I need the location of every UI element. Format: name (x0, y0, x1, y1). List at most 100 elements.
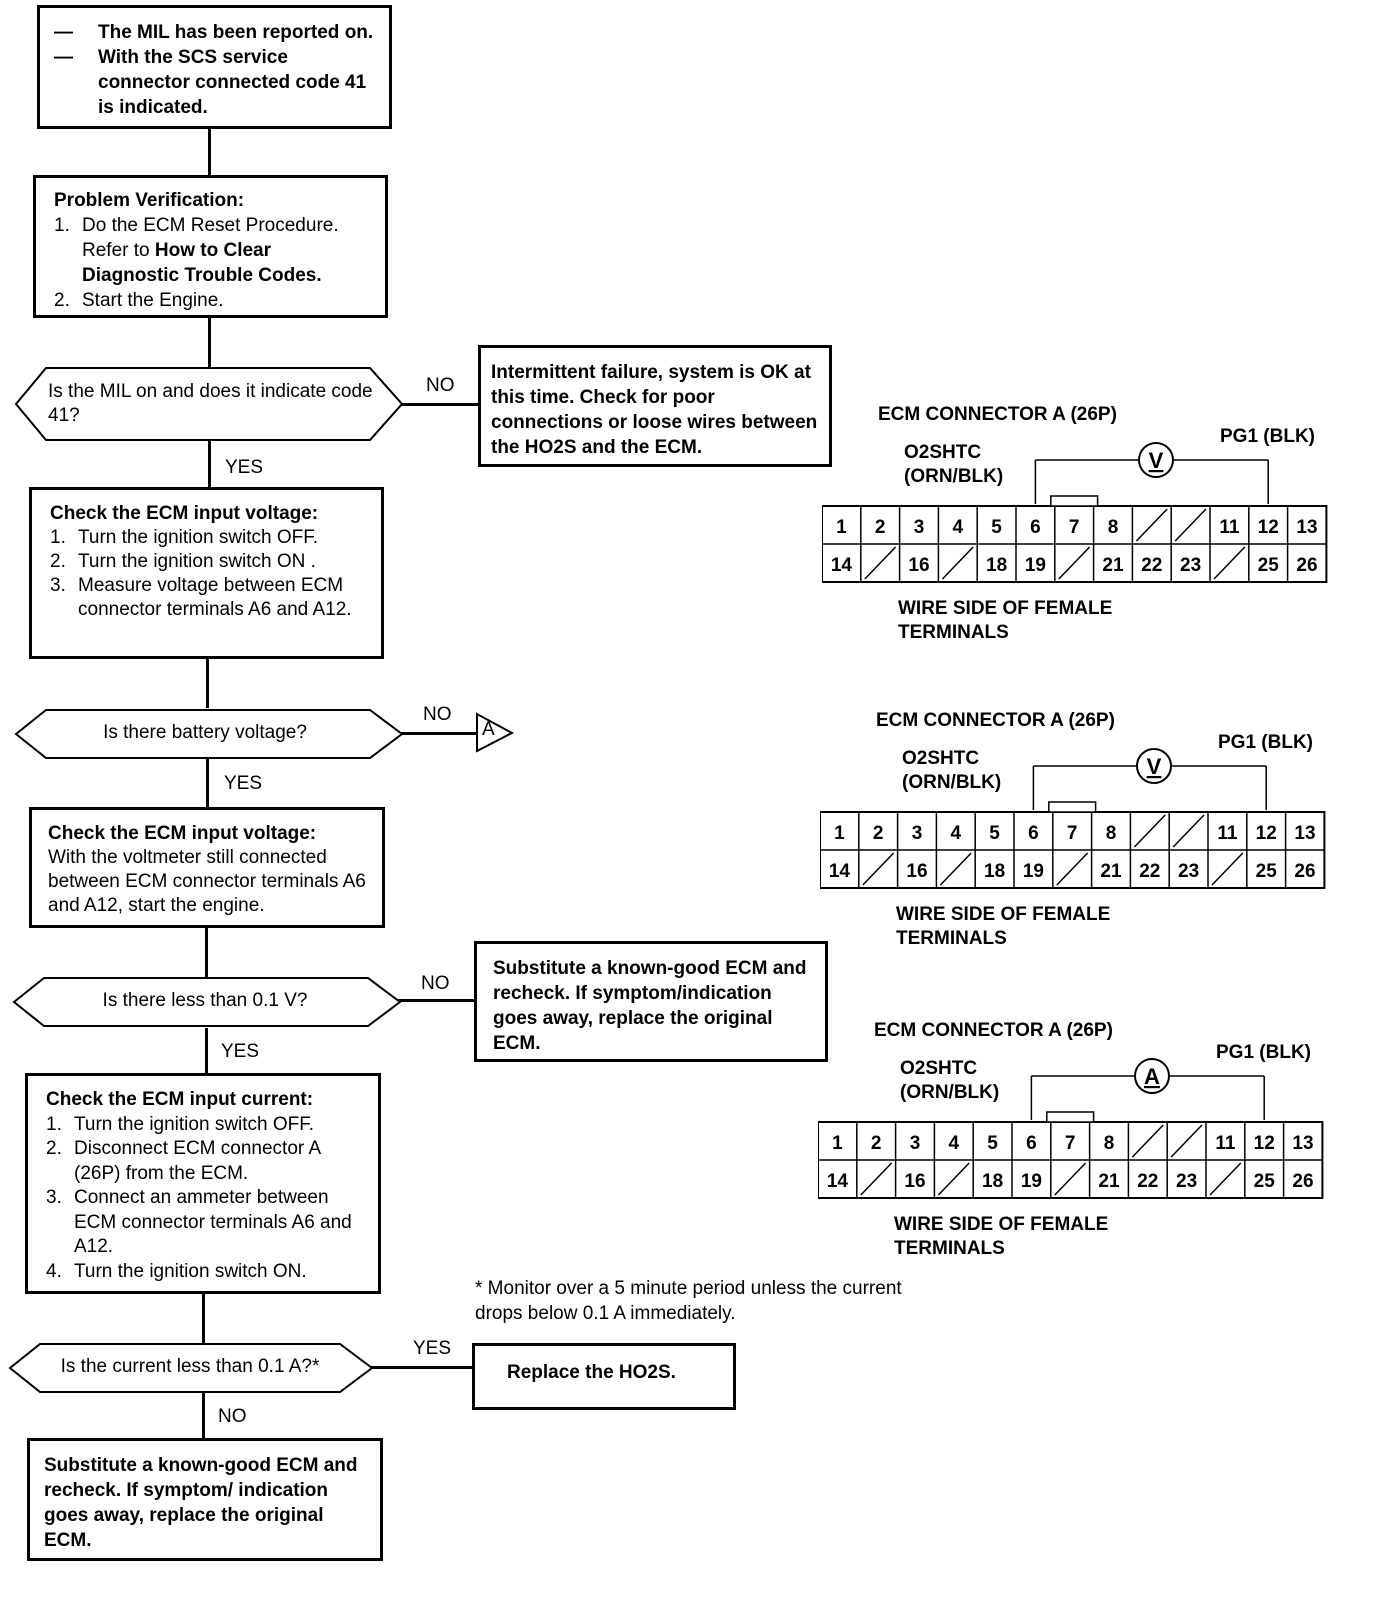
meter-symbol: V (1149, 448, 1164, 473)
decision-3-diamond (12, 977, 402, 1027)
connector-footer: TERMINALS (894, 1238, 1005, 1259)
terminal-6: 6 (1026, 1133, 1037, 1154)
flow-line (208, 317, 211, 367)
meter-symbol: A (1144, 1064, 1160, 1089)
terminal-14: 14 (829, 861, 851, 882)
intermittent-failure-box: Intermittent failure, system is OK at th… (478, 345, 832, 467)
check-1-title: Check the ECM input voltage: (50, 503, 319, 524)
check-1-step: 2.Turn the ignition switch ON . (50, 551, 316, 572)
terminal-13: 13 (1292, 1133, 1313, 1154)
decision-2-diamond (14, 709, 404, 759)
ecm-connector-diagram: ECM CONNECTOR A (26P)O2SHTC(ORN/BLK)PG1 … (820, 710, 1340, 960)
decision-4-no-label: NO (218, 1406, 247, 1427)
ecm-connector-diagram: ECM CONNECTOR A (26P) O2SHTC (ORN/BLK) PG1 … (818, 1020, 1338, 1270)
empty-cavity-slash (941, 546, 974, 580)
decision-2-yes-label: YES (224, 773, 263, 794)
flow-line (398, 999, 476, 1002)
substitute-ecm-box-final: Substitute a known-good ECM and recheck.… (27, 1438, 383, 1561)
connector-title: ECM CONNECTOR A (26P) (874, 1020, 1113, 1041)
problem-verification-box: Problem Verification: 1.Do the ECM Reset… (33, 175, 388, 318)
terminal-7: 7 (1069, 517, 1080, 538)
decision-3-text: Is there less than 0.1 V? (102, 990, 308, 1011)
flow-line (208, 440, 211, 488)
terminal-12: 12 (1258, 517, 1279, 538)
check-2-title: Check the ECM input voltage: (48, 823, 317, 844)
empty-cavity-slash (1058, 546, 1091, 580)
connector-lock-tab (1048, 801, 1097, 813)
terminal-5: 5 (991, 517, 1002, 538)
terminal-21: 21 (1102, 555, 1124, 576)
terminal-1: 1 (834, 823, 845, 844)
check-3-title: Check the ECM input current: (46, 1089, 314, 1110)
connector-lock-tab (1050, 495, 1099, 507)
terminal-2: 2 (875, 517, 886, 538)
terminal-16: 16 (908, 555, 929, 576)
flow-line (206, 658, 209, 708)
empty-cavity-slash (1135, 508, 1168, 542)
meter-symbol: V (1147, 754, 1162, 779)
terminal-25: 25 (1258, 555, 1280, 576)
terminal-5: 5 (989, 823, 1000, 844)
check-2-text: With the voltmeter still connected betwe… (48, 847, 366, 916)
terminal-22: 22 (1139, 861, 1160, 882)
empty-cavity-slash (937, 1162, 970, 1196)
meter-icon (1136, 748, 1172, 784)
flow-line (205, 1028, 208, 1074)
decision-4-diamond (8, 1343, 374, 1393)
decision-3-no-label: NO (421, 973, 450, 994)
empty-cavity-slash (1056, 852, 1089, 886)
empty-cavity-slash (1131, 1124, 1164, 1158)
terminal-25: 25 (1256, 861, 1278, 882)
terminal-23: 23 (1178, 861, 1199, 882)
pin-label-o2shtc-color: (ORN/BLK) (900, 1082, 1000, 1103)
pin-label-o2shtc: O2SHTC (904, 442, 982, 463)
terminal-3: 3 (912, 823, 923, 844)
pin-label-o2shtc-color: (ORN/BLK) (904, 466, 1004, 487)
substitute-ecm-box: Substitute a known-good ECM and recheck.… (474, 941, 828, 1062)
terminal-21: 21 (1098, 1171, 1120, 1192)
check-3-step: 2.Disconnect ECM connector A (26P) from … (46, 1138, 321, 1184)
terminal-26: 26 (1292, 1171, 1313, 1192)
terminal-12: 12 (1256, 823, 1277, 844)
flow-line (400, 403, 480, 406)
empty-cavity-slash (1133, 814, 1166, 848)
empty-cavity-slash (1213, 546, 1246, 580)
terminal-19: 19 (1023, 861, 1044, 882)
decision-4-text: Is the current less than 0.1 A?* (60, 1356, 320, 1377)
terminal-18: 18 (982, 1171, 1003, 1192)
terminal-11: 11 (1219, 517, 1240, 538)
terminal-13: 13 (1294, 823, 1315, 844)
check-ecm-voltage-engine-box: Check the ECM input voltage: With the vo… (29, 807, 385, 928)
terminal-14: 14 (831, 555, 853, 576)
flow-line (206, 758, 209, 808)
pin-label-pg1: PG1 (BLK) (1216, 1042, 1311, 1063)
flow-line (370, 1366, 473, 1369)
terminal-21: 21 (1100, 861, 1122, 882)
terminal-12: 12 (1254, 1133, 1275, 1154)
decision-2-text: Is there battery voltage? (103, 722, 307, 743)
check-ecm-current-box: Check the ECM input current: 1.Turn the … (25, 1073, 381, 1294)
terminal-23: 23 (1176, 1171, 1197, 1192)
check-3-step: 4.Turn the ignition switch ON. (46, 1260, 307, 1282)
terminal-8: 8 (1104, 1133, 1115, 1154)
pin-label-o2shtc: O2SHTC (900, 1058, 978, 1079)
start-box: —The MIL has been reported on. —With the… (37, 5, 392, 129)
connector-footer: WIRE SIDE OF FEMALE (894, 1214, 1109, 1235)
empty-cavity-slash (1054, 1162, 1087, 1196)
terminal-3: 3 (914, 517, 925, 538)
empty-cavity-slash (860, 1162, 893, 1196)
check-ecm-voltage-box: Check the ECM input voltage: 1.Turn the … (29, 487, 384, 659)
flow-line (205, 927, 208, 977)
terminal-2: 2 (871, 1133, 882, 1154)
terminal-14: 14 (827, 1171, 849, 1192)
flow-line (202, 1393, 205, 1439)
goto-a-marker (476, 712, 515, 753)
start-line-1: —The MIL has been reported on. (54, 22, 374, 43)
pin-label-pg1: PG1 (BLK) (1220, 426, 1315, 447)
terminal-19: 19 (1021, 1171, 1042, 1192)
terminal-11: 11 (1215, 1133, 1236, 1154)
decision-1-yes-label: YES (225, 457, 264, 478)
empty-cavity-slash (1211, 852, 1244, 886)
